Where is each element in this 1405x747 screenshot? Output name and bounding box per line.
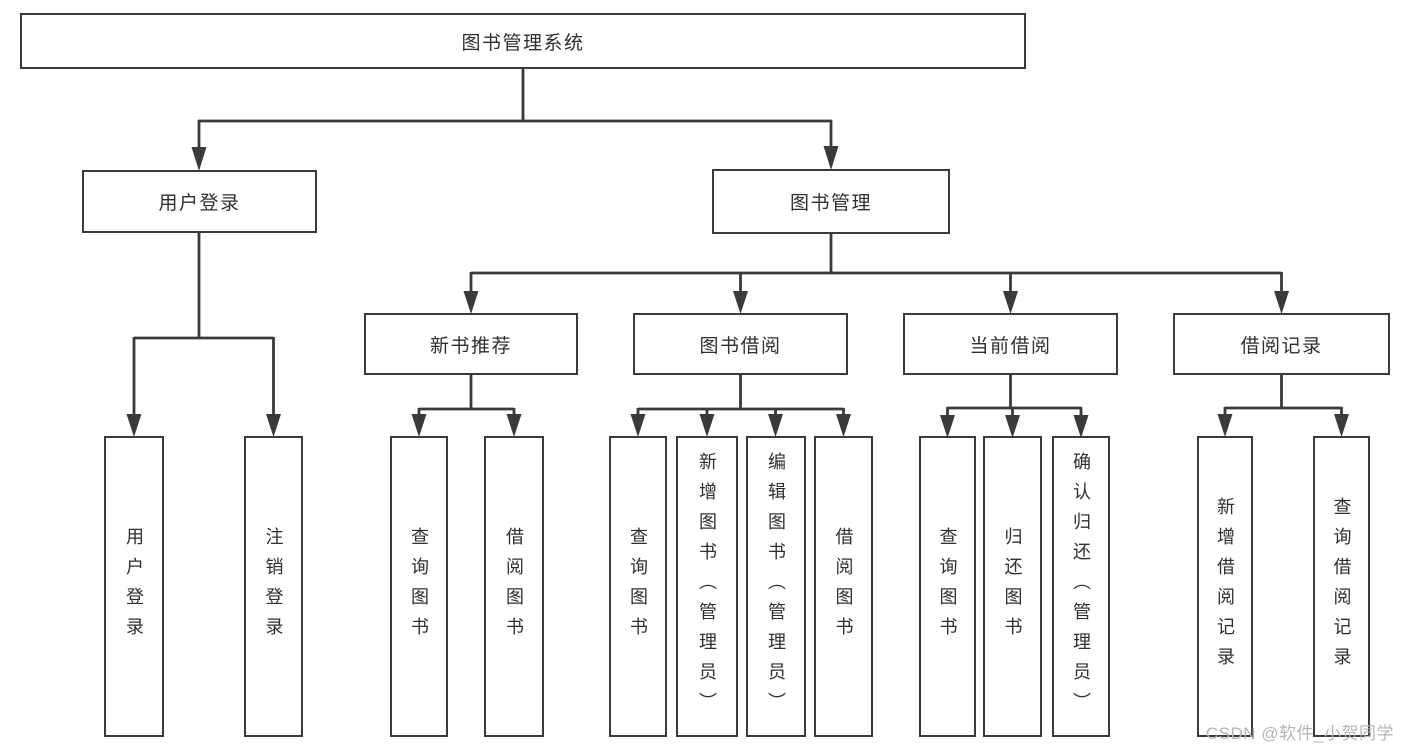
leaf-query-books-borrow: 查询图书: [609, 436, 667, 737]
connector-book-borrow-to-leaves: [630, 375, 851, 437]
leaf-confirm-return-admin: 确认归还（管理员）: [1052, 436, 1110, 737]
leaf-edit-books-admin: 编辑图书（管理员）: [746, 436, 806, 737]
node-user-login: 用户登录: [82, 170, 317, 233]
leaf-label: 新增图书（管理员）: [697, 451, 717, 722]
node-label: 当前借阅: [969, 335, 1052, 357]
leaf-query-borrow-record: 查询借阅记录: [1313, 436, 1370, 737]
leaf-label: 用户登录: [124, 526, 144, 647]
leaf-query-books-current: 查询图书: [919, 436, 976, 737]
leaf-label: 查询借阅记录: [1331, 496, 1352, 677]
node-current-borrowing: 当前借阅: [903, 313, 1118, 375]
connector-user-login-to-leaves: [126, 233, 281, 437]
leaf-label: 借阅图书: [833, 526, 854, 647]
leaf-borrow-books-recommend: 借阅图书: [484, 436, 544, 737]
leaf-label: 编辑图书（管理员）: [766, 451, 786, 722]
node-book-borrowing: 图书借阅: [633, 313, 848, 375]
node-label: 新书推荐: [429, 335, 512, 357]
node-book-management: 图书管理: [712, 169, 950, 234]
leaf-label: 归还图书: [1002, 526, 1023, 647]
connector-borrow-record-to-leaves: [1217, 375, 1349, 437]
leaf-label: 新增借阅记录: [1215, 496, 1235, 677]
leaf-label: 注销登录: [263, 526, 284, 647]
leaf-query-books-recommend: 查询图书: [390, 436, 448, 737]
connector-book-mgmt-to-sections: [463, 234, 1289, 314]
leaf-label: 查询图书: [937, 526, 958, 647]
node-label: 用户登录: [158, 193, 241, 214]
node-label: 图书借阅: [699, 335, 782, 357]
leaf-label: 借阅图书: [504, 526, 524, 647]
node-label: 借阅记录: [1240, 335, 1323, 357]
node-label: 图书管理: [789, 193, 872, 214]
leaf-borrow-books: 借阅图书: [814, 436, 873, 737]
node-label: 图书管理系统: [461, 32, 585, 54]
leaf-add-books-admin: 新增图书（管理员）: [676, 436, 738, 737]
leaf-label: 查询图书: [628, 526, 648, 647]
node-borrowing-records: 借阅记录: [1173, 313, 1390, 375]
connector-root-to-branches: [191, 69, 839, 171]
node-library-management-system: 图书管理系统: [20, 13, 1026, 69]
csdn-watermark: CSDN @软件_小贺同学: [1205, 724, 1394, 743]
leaf-logout: 注销登录: [244, 436, 303, 737]
node-new-book-recommend: 新书推荐: [364, 313, 578, 375]
leaf-add-borrow-record: 新增借阅记录: [1197, 436, 1253, 737]
leaf-label: 查询图书: [409, 526, 429, 647]
leaf-user-login: 用户登录: [104, 436, 164, 737]
leaf-label: 确认归还（管理员）: [1071, 451, 1091, 722]
connector-current-borrow-to-leaves: [940, 375, 1089, 438]
leaf-return-books: 归还图书: [983, 436, 1042, 737]
connector-new-book-rec-to-leaves: [411, 375, 522, 437]
